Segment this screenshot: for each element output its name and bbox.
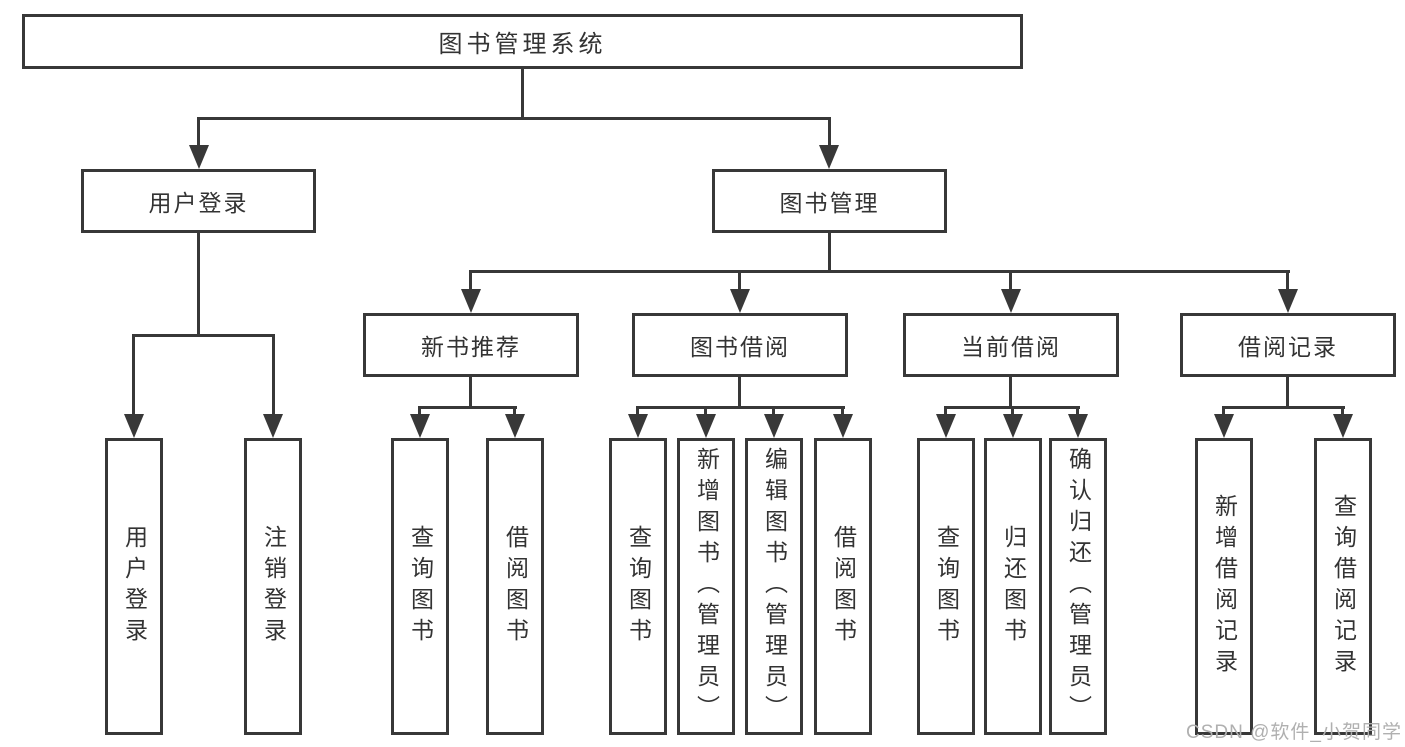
arrow-down-icon-user-login — [189, 145, 209, 169]
leaf-confirm-return-admin-label: 确认归还（管理员） — [1065, 447, 1092, 726]
arrow-down-icon-query-record — [1333, 414, 1353, 438]
leaf-borrow-books-2-label: 借阅图书 — [830, 524, 857, 649]
connector-drop-add-record — [1222, 406, 1225, 417]
connector-borrowing-records-stem — [1286, 377, 1289, 409]
node-current-borrowing: 当前借阅 — [903, 313, 1119, 377]
leaf-return-books-label: 归还图书 — [1000, 524, 1027, 649]
connector-drop-leaf-logout — [272, 334, 275, 420]
node-book-borrowing: 图书借阅 — [632, 313, 848, 377]
leaf-query-books-3: 查询图书 — [917, 438, 975, 735]
leaf-borrow-books-2: 借阅图书 — [814, 438, 872, 735]
leaf-query-borrow-record-label: 查询借阅记录 — [1330, 493, 1357, 680]
arrow-down-icon-book-management — [819, 145, 839, 169]
connector-drop-query1 — [418, 406, 421, 417]
connector-drop-user-login — [197, 117, 200, 151]
connector-borrowing-records-bar — [1222, 406, 1345, 409]
arrow-down-icon-query3 — [936, 414, 956, 438]
leaf-borrow-books-1-label: 借阅图书 — [502, 524, 529, 649]
arrow-down-icon-query2 — [628, 414, 648, 438]
node-new-book-recommend-label: 新书推荐 — [421, 334, 521, 360]
connector-book-management-stem — [828, 233, 831, 273]
leaf-borrow-books-1: 借阅图书 — [486, 438, 544, 735]
connector-drop-borrow2 — [841, 406, 844, 417]
leaf-query-books-2-label: 查询图书 — [625, 524, 652, 649]
node-user-login-branch-label: 用户登录 — [148, 190, 249, 216]
connector-level1-bar — [197, 117, 831, 120]
leaf-query-books-2: 查询图书 — [609, 438, 667, 735]
connector-drop-book-management — [828, 117, 831, 151]
arrow-down-icon-borrow2 — [833, 414, 853, 438]
leaf-query-borrow-record: 查询借阅记录 — [1314, 438, 1372, 735]
arrow-down-icon-leaf-logout — [263, 414, 283, 438]
leaf-edit-books-admin: 编辑图书（管理员） — [745, 438, 803, 735]
connector-drop-borrow1 — [513, 406, 516, 417]
connector-drop-return-books — [1011, 406, 1014, 417]
node-book-borrowing-label: 图书借阅 — [690, 334, 790, 360]
arrow-down-icon-query1 — [410, 414, 430, 438]
connector-drop-new-book — [469, 270, 472, 294]
connector-book-borrowing-stem — [738, 377, 741, 409]
leaf-add-books-admin: 新增图书（管理员） — [677, 438, 735, 735]
arrow-down-icon-book-borrowing — [730, 289, 750, 313]
connector-level2-bar — [469, 270, 1290, 273]
arrow-down-icon-return-books — [1003, 414, 1023, 438]
leaf-logout: 注销登录 — [244, 438, 302, 735]
connector-user-login-bar — [132, 334, 275, 337]
arrow-down-icon-confirm-return — [1068, 414, 1088, 438]
node-book-management-branch: 图书管理 — [712, 169, 947, 233]
leaf-query-books-1: 查询图书 — [391, 438, 449, 735]
connector-drop-leaf-login — [132, 334, 135, 420]
node-borrowing-records: 借阅记录 — [1180, 313, 1396, 377]
connector-user-login-stem — [197, 233, 200, 337]
node-root: 图书管理系统 — [22, 14, 1023, 69]
connector-current-borrowing-stem — [1009, 377, 1012, 409]
node-current-borrowing-label: 当前借阅 — [961, 334, 1061, 360]
connector-drop-query-record — [1341, 406, 1344, 417]
arrow-down-icon-new-book — [461, 289, 481, 313]
connector-drop-current-borrowing — [1009, 270, 1012, 294]
leaf-confirm-return-admin: 确认归还（管理员） — [1049, 438, 1107, 735]
leaf-user-login: 用户登录 — [105, 438, 163, 735]
node-root-label: 图书管理系统 — [438, 31, 607, 58]
connector-drop-borrowing-records — [1286, 270, 1289, 294]
connector-drop-confirm-return — [1076, 406, 1079, 417]
leaf-add-books-admin-label: 新增图书（管理员） — [693, 447, 720, 726]
connector-drop-add-books — [704, 406, 707, 417]
arrow-down-icon-borrow1 — [505, 414, 525, 438]
leaf-return-books: 归还图书 — [984, 438, 1042, 735]
arrow-down-icon-add-record — [1214, 414, 1234, 438]
leaf-query-books-1-label: 查询图书 — [407, 524, 434, 649]
connector-drop-edit-books — [772, 406, 775, 417]
leaf-query-books-3-label: 查询图书 — [933, 524, 960, 649]
arrow-down-icon-current-borrowing — [1001, 289, 1021, 313]
leaf-add-borrow-record: 新增借阅记录 — [1195, 438, 1253, 735]
arrow-down-icon-add-books — [696, 414, 716, 438]
csdn-watermark: CSDN @软件_小贺同学 — [1186, 722, 1402, 743]
connector-root-stem — [521, 67, 524, 120]
node-book-management-branch-label: 图书管理 — [779, 190, 880, 216]
arrow-down-icon-edit-books — [764, 414, 784, 438]
connector-new-book-bar — [418, 406, 517, 409]
connector-drop-book-borrowing — [738, 270, 741, 294]
node-borrowing-records-label: 借阅记录 — [1238, 334, 1338, 360]
connector-drop-query2 — [636, 406, 639, 417]
connector-new-book-stem — [469, 377, 472, 409]
leaf-edit-books-admin-label: 编辑图书（管理员） — [761, 447, 788, 726]
leaf-logout-label: 注销登录 — [260, 524, 287, 649]
node-new-book-recommend: 新书推荐 — [363, 313, 579, 377]
connector-drop-query3 — [944, 406, 947, 417]
leaf-add-borrow-record-label: 新增借阅记录 — [1211, 493, 1238, 680]
leaf-user-login-label: 用户登录 — [121, 524, 148, 649]
arrow-down-icon-leaf-login — [124, 414, 144, 438]
connector-book-borrowing-bar — [636, 406, 845, 409]
arrow-down-icon-borrowing-records — [1278, 289, 1298, 313]
node-user-login-branch: 用户登录 — [81, 169, 316, 233]
